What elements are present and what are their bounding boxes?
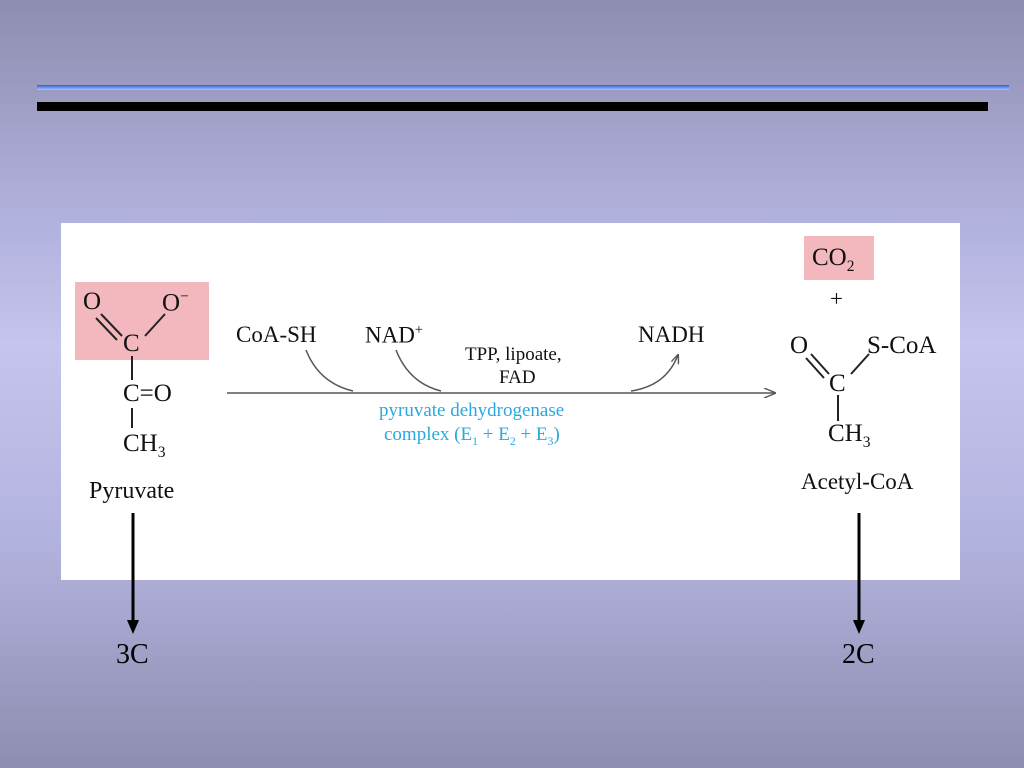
pyruvate-o-double: O: [83, 288, 102, 315]
nad-charge: +: [414, 322, 423, 338]
nadh-curve: [630, 355, 678, 392]
coa-sh-label: CoA-SH: [236, 322, 317, 347]
co-label: CO: [812, 244, 847, 271]
coa-sh-curve: [305, 349, 354, 392]
acetyl-bond-o-c-double: [805, 357, 825, 379]
reaction-lines: [95, 313, 870, 428]
pyruvate-o2-label: O: [162, 289, 181, 317]
nad-label: NAD: [365, 322, 415, 348]
co2-label: CO2: [812, 245, 854, 275]
enzyme-complex-prefix: complex (E: [384, 424, 473, 445]
e3-prefix: + E: [515, 424, 548, 445]
right-arrowhead: [853, 620, 865, 634]
pyruvate-ch-label: CH: [123, 430, 158, 457]
enzyme-suffix: ): [553, 424, 560, 445]
enzyme-line1: pyruvate dehydrogenase: [379, 400, 565, 421]
acetyl-ch-label: CH: [828, 420, 863, 447]
acetyl-ch3-sub: 3: [862, 434, 871, 451]
reaction-figure: O O− C C=O CH3 Pyruvate CoA-SH NAD+ TPP,…: [61, 223, 960, 580]
pyruvate-methyl: CH3: [123, 431, 165, 461]
carboxyl-highlight: [75, 282, 209, 360]
pyruvate-carbonyl-group: C=O: [123, 380, 172, 407]
bond-o1-c1-double: [95, 317, 118, 341]
left-arrowhead: [127, 620, 139, 634]
acetyl-bond-c-s: [850, 353, 870, 375]
bond-c1-o2: [144, 313, 166, 337]
plus-sign: +: [830, 286, 843, 311]
pyruvate-o2-charge: −: [180, 288, 189, 305]
title-bar-light: [37, 85, 1009, 90]
pyruvate-o-minus: O−: [162, 288, 189, 317]
title-bar-dark: [37, 102, 988, 111]
e1-sub: 1: [472, 434, 478, 448]
cofactors-line2: FAD: [499, 367, 536, 388]
acetyl-bond-o-c: [810, 353, 830, 375]
acetyl-c: C: [829, 370, 846, 397]
acetyl-carbon-count: 2C: [842, 639, 875, 670]
acetyl-s-coa: S-CoA: [867, 332, 937, 359]
co2-highlight: [804, 236, 874, 280]
pyruvate-name: Pyruvate: [89, 478, 175, 504]
pyruvate-carbon-count: 3C: [116, 639, 149, 670]
e2-prefix: + E: [478, 424, 510, 445]
acetyl-methyl: CH3: [828, 421, 870, 451]
pyruvate-carboxyl-c: C: [123, 330, 140, 357]
co2-sub: 2: [846, 258, 855, 275]
nadh-label: NADH: [638, 322, 705, 347]
pyruvate-ch3-sub: 3: [157, 444, 166, 461]
bond-o1-c1: [100, 313, 123, 337]
nad-plus-label: NAD+: [365, 323, 423, 347]
e3-sub: 3: [547, 434, 554, 448]
e2-sub: 2: [509, 434, 516, 448]
nad-curve: [395, 349, 442, 392]
acetyl-coa-name: Acetyl-CoA: [801, 469, 914, 494]
acetyl-o: O: [790, 332, 809, 359]
enzyme-line2: complex (E1 + E2 + E3): [384, 425, 560, 448]
cofactors-line1: TPP, lipoate,: [465, 344, 562, 365]
